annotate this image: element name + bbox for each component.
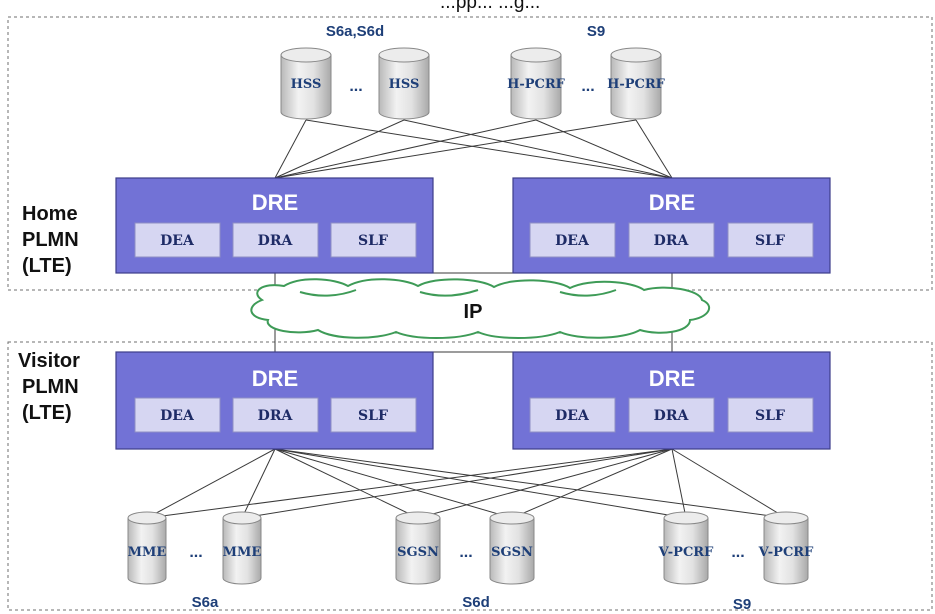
dre-home-left-title: DRE	[252, 190, 298, 215]
sgsn-node-1-label: SGSN	[397, 545, 439, 560]
ip-cloud-inner-detail	[299, 289, 617, 297]
dre-home-right-dra-box	[628, 222, 715, 258]
interface-label-s6a-s6d-top: S6a,S6d	[326, 23, 384, 40]
hss-server-2-label: HSS	[389, 77, 420, 92]
dre-home-left-dea-box	[134, 222, 221, 258]
hss-server-1: HSS	[280, 47, 332, 120]
interface-label-s9-top: S9	[587, 23, 605, 40]
vpcrf-node-2: V-PCRF	[758, 511, 814, 585]
dre-visitor-right-dra-box	[628, 397, 715, 433]
dre-home-right: DRE DEA DRA SLF	[512, 177, 831, 274]
dre-visitor-right-slf-box	[727, 397, 814, 433]
dre-home-right-dea-label: DEA	[555, 233, 590, 249]
home-region-label-line-2: PLMN	[22, 229, 79, 251]
dre-home-left-slf-box	[330, 222, 417, 258]
sgsn-node-2-label: SGSN	[491, 545, 533, 560]
hss-ellipsis: ...	[349, 78, 362, 95]
caption-fragment: ...pp... ...g...	[440, 0, 540, 13]
vpcrf-ellipsis: ...	[731, 544, 744, 561]
dre-visitor-left-dea-box	[134, 397, 221, 433]
home-region-label-line-1: Home	[22, 203, 78, 225]
dre-visitor-right-dra-label: DRA	[654, 408, 690, 424]
ip-cloud: IP	[250, 278, 711, 339]
interface-label-s9-bottom: S9	[733, 596, 751, 613]
dre-home-left-dea-label: DEA	[160, 233, 195, 249]
sgsn-ellipsis: ...	[459, 544, 472, 561]
dre-visitor-left-dra-label: DRA	[258, 408, 294, 424]
interface-label-s6d-bottom: S6d	[462, 594, 490, 611]
dre-home-left: DRE DEA DRA SLF	[115, 177, 434, 274]
dre-visitor-left-slf-label: SLF	[358, 408, 388, 424]
mme-node-1-label: MME	[128, 545, 167, 560]
dre-home-right-slf-label: SLF	[755, 233, 785, 249]
dre-visitor-left-slf-box	[330, 397, 417, 433]
dre-home-left-dra-label: DRA	[258, 233, 294, 249]
visitor-region-label-line-1: Visitor	[18, 350, 80, 372]
dre-visitor-right-dea-label: DEA	[555, 408, 590, 424]
vpcrf-node-1: V-PCRF	[658, 511, 714, 585]
sgsn-node-1: SGSN	[395, 511, 441, 585]
dre-home-right-dra-label: DRA	[654, 233, 690, 249]
dre-home-left-dra-box	[232, 222, 319, 258]
dre-home-right-title: DRE	[649, 190, 695, 215]
visitor-region-label-line-2: PLMN	[22, 376, 79, 398]
dre-home-left-slf-label: SLF	[358, 233, 388, 249]
dre-visitor-right-title: DRE	[649, 366, 695, 391]
hpcrf-server-2: H-PCRF	[607, 47, 666, 120]
dre-visitor-left-title: DRE	[252, 366, 298, 391]
ip-cloud-label: IP	[464, 301, 483, 323]
hpcrf-server-1-label: H-PCRF	[507, 77, 566, 92]
visitor-region-label-line-3: (LTE)	[22, 402, 72, 424]
dre-visitor-right-slf-label: SLF	[755, 408, 785, 424]
dre-visitor-left-dea-label: DEA	[160, 408, 195, 424]
visitor-plmn-region	[7, 341, 933, 611]
dre-visitor-right: DRE DEA DRA SLF	[512, 351, 831, 450]
hpcrf-ellipsis: ...	[581, 78, 594, 95]
vpcrf-node-1-label: V-PCRF	[658, 545, 714, 560]
hss-server-1-label: HSS	[291, 77, 322, 92]
dre-visitor-left: DRE DEA DRA SLF	[115, 351, 434, 450]
mme-ellipsis: ...	[189, 544, 202, 561]
dre-home-right-dea-box	[529, 222, 616, 258]
interface-label-s6a-bottom: S6a	[192, 594, 219, 611]
mme-node-2-label: MME	[223, 545, 262, 560]
dre-home-right-slf-box	[727, 222, 814, 258]
mme-node-2: MME	[222, 511, 262, 585]
vpcrf-node-2-label: V-PCRF	[758, 545, 814, 560]
hpcrf-server-2-label: H-PCRF	[607, 77, 666, 92]
hss-server-2: HSS	[378, 47, 430, 120]
mme-node-1: MME	[127, 511, 167, 585]
dre-visitor-right-dea-box	[529, 397, 616, 433]
dre-visitor-left-dra-box	[232, 397, 319, 433]
sgsn-node-2: SGSN	[489, 511, 535, 585]
home-region-label-line-3: (LTE)	[22, 255, 72, 277]
hpcrf-server-1: H-PCRF	[507, 47, 566, 120]
